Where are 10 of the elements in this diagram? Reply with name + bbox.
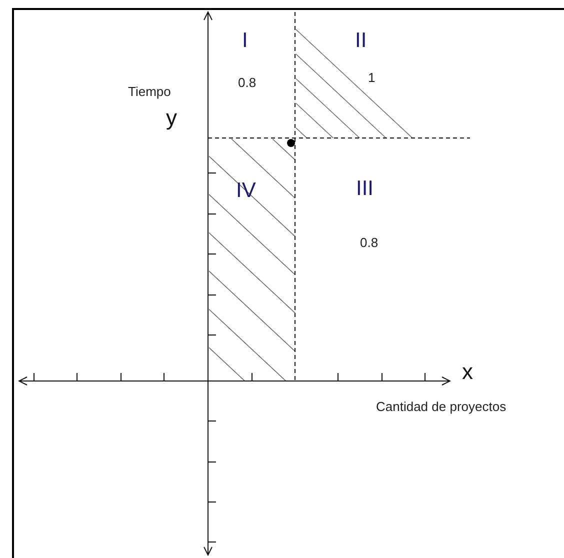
axis-name: y [166,107,177,129]
region-numeral: II [355,30,367,51]
axis-title: Cantidad de proyectos [376,400,506,413]
probability-value: 0.8 [238,76,256,89]
region-numeral: III [356,178,374,199]
axis-name: x [462,361,473,383]
probability-value: 1 [368,71,376,84]
region-numeral: I [242,30,248,51]
probability-value: 0.8 [360,236,378,249]
axis-title: Tiempo [128,85,171,98]
